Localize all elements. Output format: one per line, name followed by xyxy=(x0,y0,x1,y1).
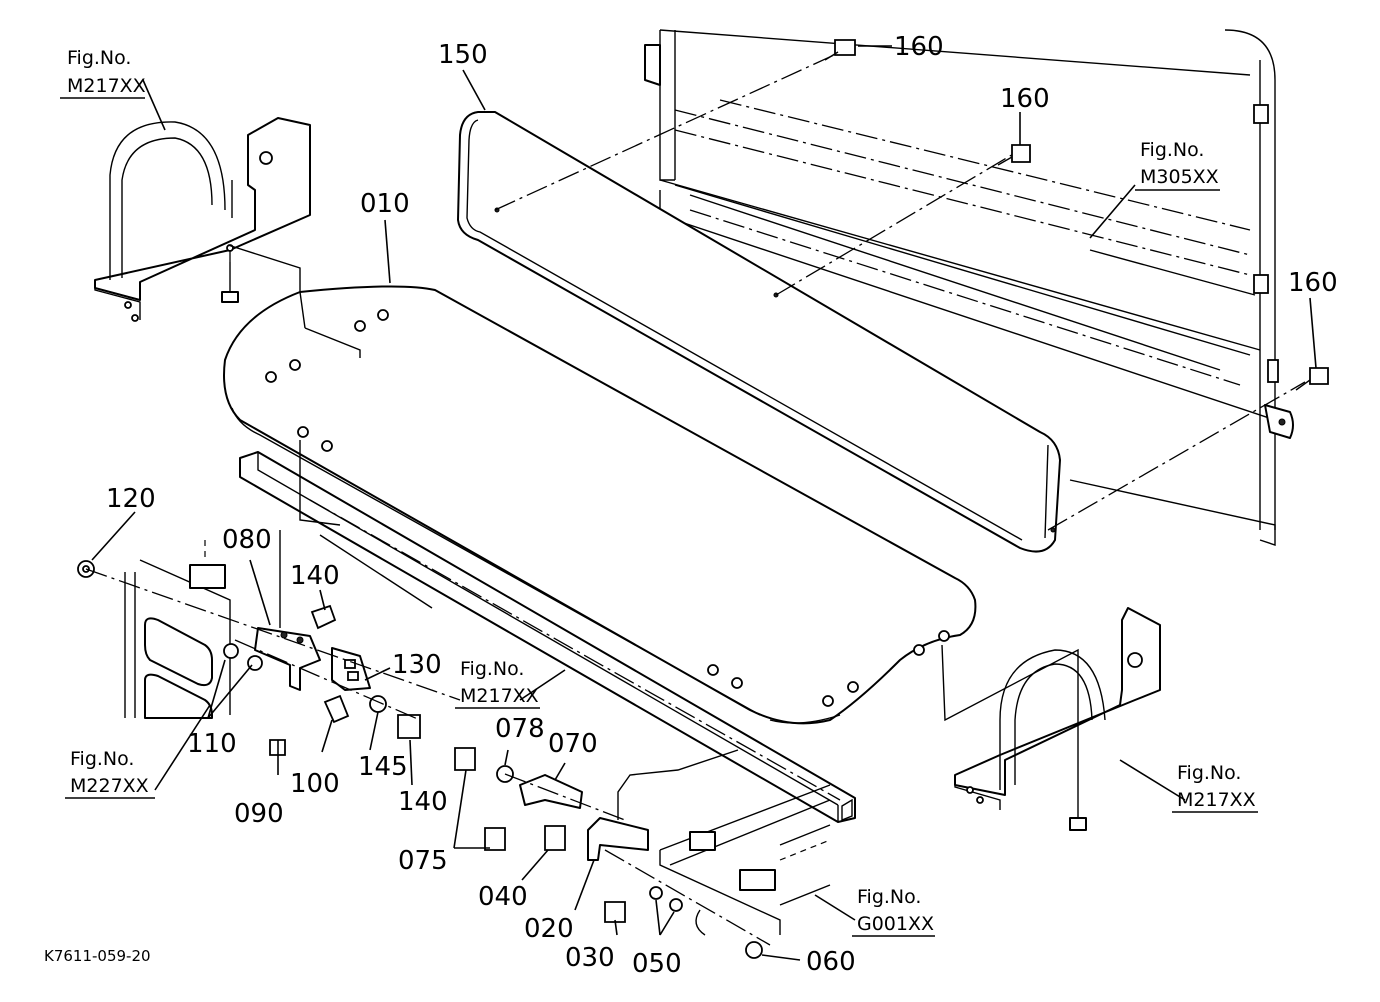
part-label-075: 075 xyxy=(398,846,448,876)
backrest-cushion xyxy=(457,111,1061,553)
fig-ref-m217-right: Fig.No. M217XX xyxy=(1172,762,1258,813)
side-panel-left xyxy=(124,540,231,719)
part-label-150: 150 xyxy=(438,40,488,70)
part-label-120: 120 xyxy=(106,484,156,514)
fig-ref-m217-center: Fig.No. M217XX xyxy=(455,658,540,709)
svg-text:Fig.No.: Fig.No. xyxy=(857,886,921,908)
part-label-110: 110 xyxy=(187,729,237,759)
svg-text:M217XX: M217XX xyxy=(67,75,146,97)
part-labels: 150 160 160 160 010 120 080 140 130 110 … xyxy=(106,32,1338,979)
svg-text:Fig.No.: Fig.No. xyxy=(460,658,524,680)
part-label-090: 090 xyxy=(234,799,284,829)
part-label-140-upper: 140 xyxy=(290,561,340,591)
part-label-160-right: 160 xyxy=(1288,268,1338,298)
part-label-030: 030 xyxy=(565,943,615,973)
assembly-lines xyxy=(85,49,1306,946)
lower-frame xyxy=(659,784,831,936)
svg-text:M217XX: M217XX xyxy=(460,685,539,707)
part-label-050: 050 xyxy=(632,949,682,979)
part-label-130: 130 xyxy=(392,650,442,680)
fig-ref-m227: Fig.No. M227XX xyxy=(65,748,155,799)
svg-text:M227XX: M227XX xyxy=(70,775,149,797)
svg-text:G001XX: G001XX xyxy=(857,913,934,935)
svg-text:Fig.No.: Fig.No. xyxy=(70,748,134,770)
seat-cushion xyxy=(223,285,977,725)
fig-ref-m305: Fig.No. M305XX xyxy=(1135,139,1220,191)
fig-ref-g001: Fig.No. G001XX xyxy=(852,886,935,937)
grab-handle-left xyxy=(94,117,311,322)
part-label-080: 080 xyxy=(222,525,272,555)
seat-fastener-marks xyxy=(265,309,950,707)
part-label-160-middle: 160 xyxy=(1000,84,1050,114)
part-label-078: 078 xyxy=(495,714,545,744)
seat-rail xyxy=(239,451,856,823)
part-label-060: 060 xyxy=(806,947,856,977)
part-label-070: 070 xyxy=(548,729,598,759)
part-label-100: 100 xyxy=(290,769,340,799)
fig-ref-m217-top-left: Fig.No. M217XX xyxy=(60,47,146,99)
bolt-160-middle xyxy=(997,144,1031,166)
part-label-145: 145 xyxy=(358,752,408,782)
svg-text:Fig.No.: Fig.No. xyxy=(67,47,131,69)
part-label-010: 010 xyxy=(360,189,410,219)
backrest-frame xyxy=(644,29,1294,546)
svg-text:Fig.No.: Fig.No. xyxy=(1177,762,1241,784)
bolt-160-right xyxy=(1295,367,1329,391)
svg-text:M305XX: M305XX xyxy=(1140,166,1219,188)
figure-code: K7611-059-20 xyxy=(44,947,151,965)
grab-handle-right xyxy=(954,607,1161,831)
svg-text:M217XX: M217XX xyxy=(1177,789,1256,811)
leader-lines xyxy=(91,45,1317,961)
part-label-140-lower: 140 xyxy=(398,787,448,817)
bolt-160-top xyxy=(824,39,856,61)
bracket-080-assembly xyxy=(77,560,421,756)
svg-text:Fig.No.: Fig.No. xyxy=(1140,139,1204,161)
part-label-040: 040 xyxy=(478,882,528,912)
bracket-070-020-assembly xyxy=(454,747,763,959)
part-label-160-top: 160 xyxy=(894,32,944,62)
part-label-020: 020 xyxy=(524,914,574,944)
